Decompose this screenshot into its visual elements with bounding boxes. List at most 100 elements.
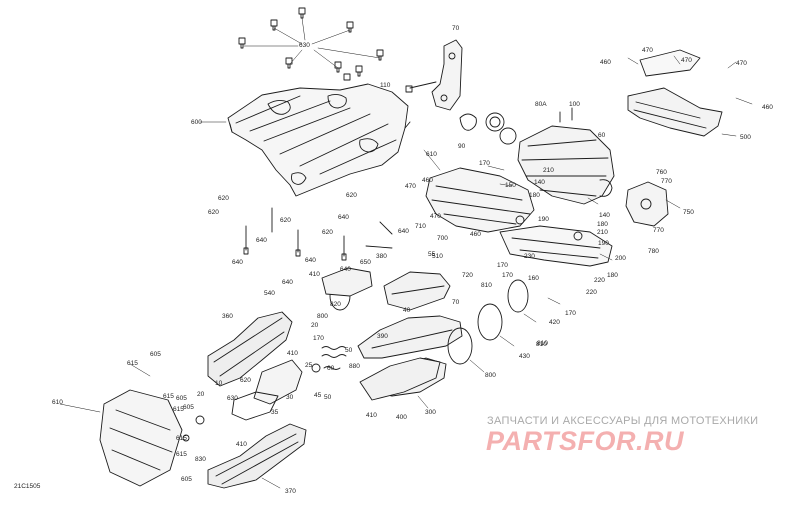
callout: 700: [437, 235, 448, 242]
callout: 640: [282, 279, 293, 286]
heat-shield-plate: [227, 83, 411, 197]
muffler-lower: [425, 167, 535, 233]
callout: 630: [227, 395, 238, 402]
mount-bracket-plate: [499, 215, 613, 267]
y-pipe: [231, 267, 441, 421]
callout: 50: [345, 347, 353, 354]
callout: 100: [569, 101, 580, 108]
callout: 20: [197, 391, 205, 398]
callout: 640: [305, 257, 316, 264]
bolts: [243, 207, 393, 261]
callout: 615: [163, 393, 174, 400]
callout: 620: [208, 209, 219, 216]
callout: 605: [176, 395, 187, 402]
callout: 770: [653, 227, 664, 234]
bracket: [409, 39, 463, 111]
callout: 605: [181, 476, 192, 483]
callout: 400: [396, 414, 407, 421]
callout: 410: [366, 412, 377, 419]
callout: 150: [505, 182, 516, 189]
callout: 650: [360, 259, 371, 266]
callout: 410: [309, 271, 320, 278]
callout: 90: [458, 143, 466, 150]
callout: 210: [543, 167, 554, 174]
manifold-lower: [207, 423, 307, 489]
callout: 830: [195, 456, 206, 463]
callout: 140: [599, 212, 610, 219]
callout: 220: [594, 277, 605, 284]
callout: 750: [683, 209, 694, 216]
callout: 610: [426, 151, 437, 158]
callout: 30: [286, 394, 294, 401]
callout: 470: [405, 183, 416, 190]
callout: 180: [529, 192, 540, 199]
drawing-code: 21C1505: [14, 483, 41, 490]
callout: 200: [615, 255, 626, 262]
callout: 630: [299, 42, 310, 49]
manifold-left: [207, 311, 303, 405]
callout: 640: [256, 237, 267, 244]
callout: 470: [642, 47, 653, 54]
callout: 460: [600, 59, 611, 66]
callout: 620: [280, 217, 291, 224]
callout: 40: [403, 307, 411, 314]
callout: 20: [311, 322, 319, 329]
callout: 605: [183, 404, 194, 411]
callout: 380: [376, 253, 387, 260]
watermark-logo: PARTSFOR.RU: [486, 426, 685, 456]
callout: 190: [538, 216, 549, 223]
callout: 615: [176, 435, 187, 442]
callout: 360: [222, 313, 233, 320]
callout: 230: [524, 253, 535, 260]
callout: 170: [313, 335, 324, 342]
clamps: [329, 279, 529, 365]
callout: 170: [497, 262, 508, 269]
nut-group: [238, 7, 413, 93]
callout: 760: [656, 169, 667, 176]
callout: 810: [536, 341, 547, 348]
heat-plate-left: [99, 389, 183, 487]
callout: 710: [415, 223, 426, 230]
callout: 640: [232, 259, 243, 266]
callout: 60: [327, 365, 335, 372]
callout: 620: [240, 377, 251, 384]
callout: 460: [762, 104, 773, 111]
callout: 160: [528, 275, 539, 282]
watermark-caption: ЗАПЧАСТИ И АКСЕССУАРЫ ДЛЯ МОТОТЕХНИКИ: [487, 415, 759, 427]
callout: 880: [349, 363, 360, 370]
muffler: [517, 107, 615, 205]
callout: 190: [598, 240, 609, 247]
callout: 640: [398, 228, 409, 235]
callout: 180: [597, 221, 608, 228]
callout: 10: [215, 380, 223, 387]
callout: 55: [428, 251, 436, 258]
callout: 70: [452, 299, 460, 306]
callout: 470: [430, 213, 441, 220]
callout: 810: [481, 282, 492, 289]
callout: 35: [271, 409, 279, 416]
callout: 640: [338, 214, 349, 221]
callout: 510: [432, 253, 443, 260]
callout: 615: [127, 360, 138, 367]
leader-lines: [59, 55, 753, 489]
callout: 610: [52, 399, 63, 406]
callout: 615: [176, 451, 187, 458]
callout: 430: [519, 353, 530, 360]
callout: 640: [340, 266, 351, 273]
heat-shield-strip: [627, 49, 723, 137]
callout: 110: [380, 82, 391, 89]
callout: 620: [322, 229, 333, 236]
callout: 720: [462, 272, 473, 279]
callout: 80A: [535, 101, 547, 108]
callout: 60: [598, 132, 606, 139]
springs-small-parts: [182, 346, 347, 442]
callout: 780: [648, 248, 659, 255]
callout: 540: [264, 290, 275, 297]
callout: 460: [470, 231, 481, 238]
callout: 210: [597, 229, 608, 236]
callout: 70: [452, 25, 460, 32]
callout: 390: [377, 333, 388, 340]
callout: 620: [346, 192, 357, 199]
